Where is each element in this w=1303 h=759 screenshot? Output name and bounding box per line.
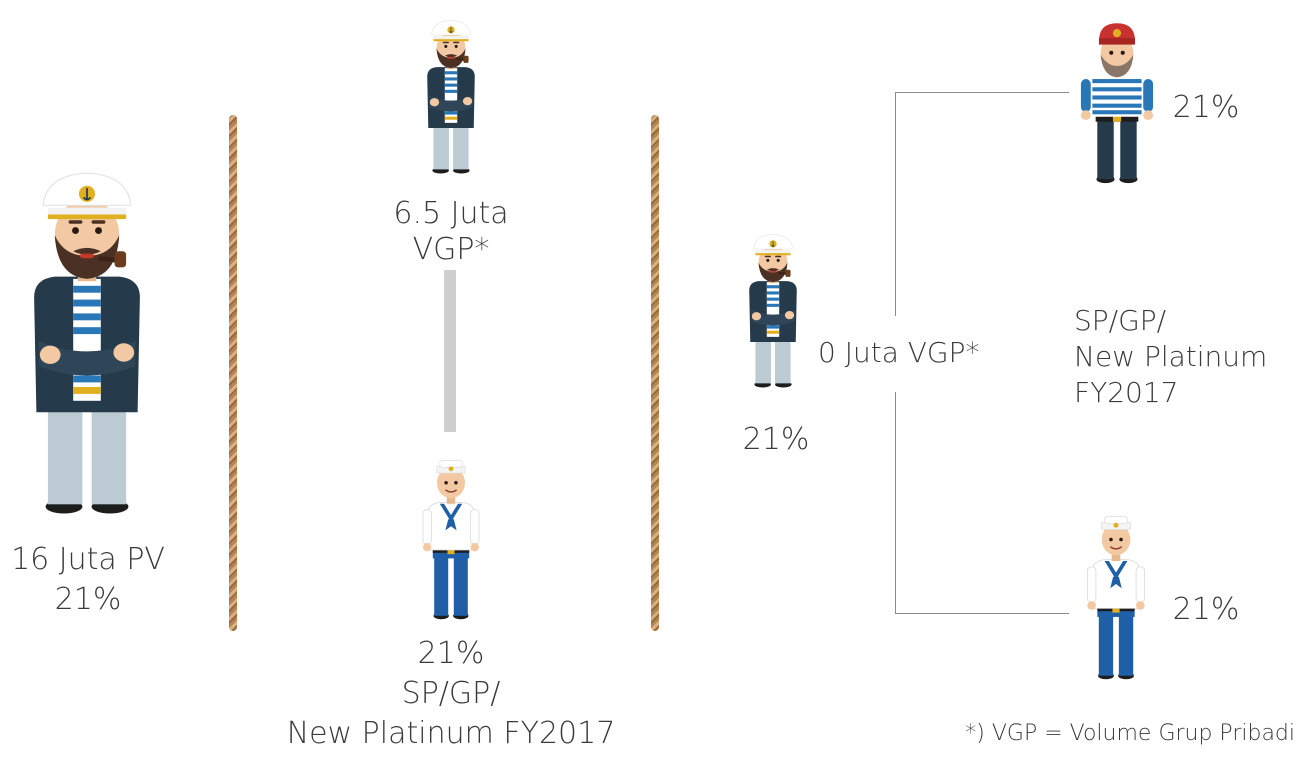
- sailor-figure-icon: [1078, 508, 1154, 680]
- col3-top-percent: 21%: [1172, 90, 1240, 125]
- sailor-figure-icon: [410, 452, 492, 620]
- red-hat-sailor-figure-icon: [1076, 14, 1158, 190]
- footnote: *) VGP = Volume Grup Pribadi: [965, 721, 1295, 746]
- col1-pv-label: 16 Juta PV: [11, 542, 165, 577]
- bracket-bottom-horizontal: [895, 613, 1069, 614]
- rope-divider-icon: [651, 115, 659, 631]
- col3-level-line1: SP/GP/: [1074, 304, 1167, 337]
- col3-level-line2: New Platinum: [1074, 340, 1268, 373]
- rope-divider-icon: [229, 115, 237, 631]
- captain-figure-icon: [420, 8, 482, 184]
- col1-percent: 21%: [54, 582, 122, 617]
- bracket-bottom-vertical: [895, 392, 896, 614]
- col2-level-line1: SP/GP/: [401, 676, 501, 711]
- bracket-top-vertical: [895, 92, 896, 316]
- bracket-top-horizontal: [895, 92, 1069, 93]
- col2-percent: 21%: [417, 636, 485, 671]
- col2-vgp-amount: 6.5 Juta: [393, 196, 509, 231]
- captain-figure-icon: [742, 214, 804, 406]
- col2-vgp-label: VGP*: [412, 232, 490, 267]
- col3-bottom-percent: 21%: [1172, 592, 1240, 627]
- col3-center-percent: 21%: [742, 422, 810, 457]
- captain-figure-icon: [18, 150, 156, 532]
- col3-level-line3: FY2017: [1074, 376, 1179, 409]
- col3-center-vgp: 0 Juta VGP*: [818, 336, 980, 369]
- connector-bar: [444, 270, 456, 432]
- col2-level-line2: New Platinum FY2017: [286, 716, 616, 751]
